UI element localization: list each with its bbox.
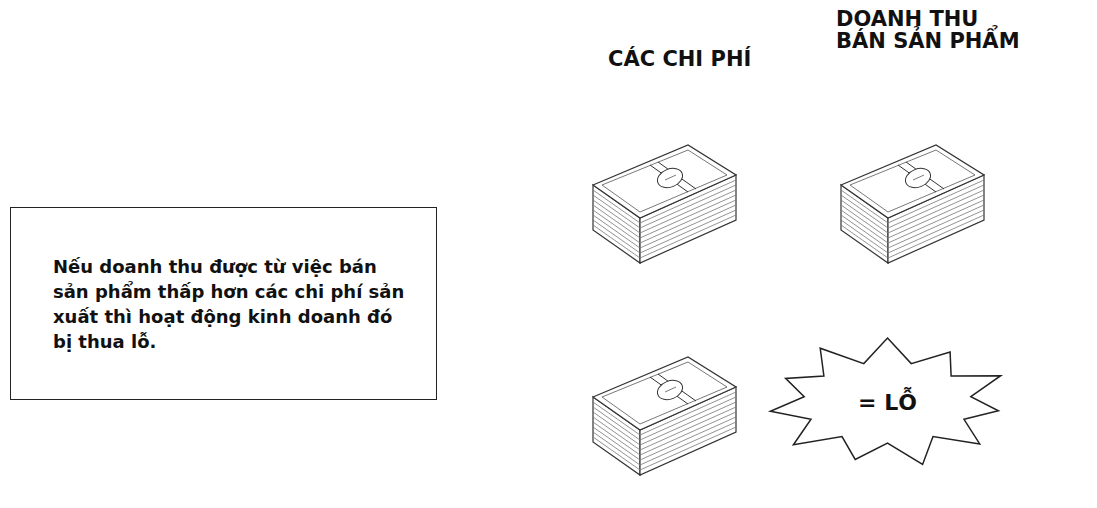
starburst-shape	[770, 338, 1000, 464]
money-stack	[593, 145, 736, 263]
note-text: Nếu doanh thu được từ việc bán sản phẩm …	[53, 254, 416, 354]
column-header: CÁC CHI PHÍ	[608, 48, 751, 70]
money-stack	[841, 145, 984, 263]
note-box: Nếu doanh thu được từ việc bán sản phẩm …	[10, 207, 437, 400]
column-header: DOANH THU BÁN SẢN PHẨM	[836, 8, 1030, 52]
result-text: = LỖ	[858, 390, 917, 415]
money-stack	[593, 357, 736, 475]
loss-starburst: = LỖ	[760, 335, 1015, 470]
